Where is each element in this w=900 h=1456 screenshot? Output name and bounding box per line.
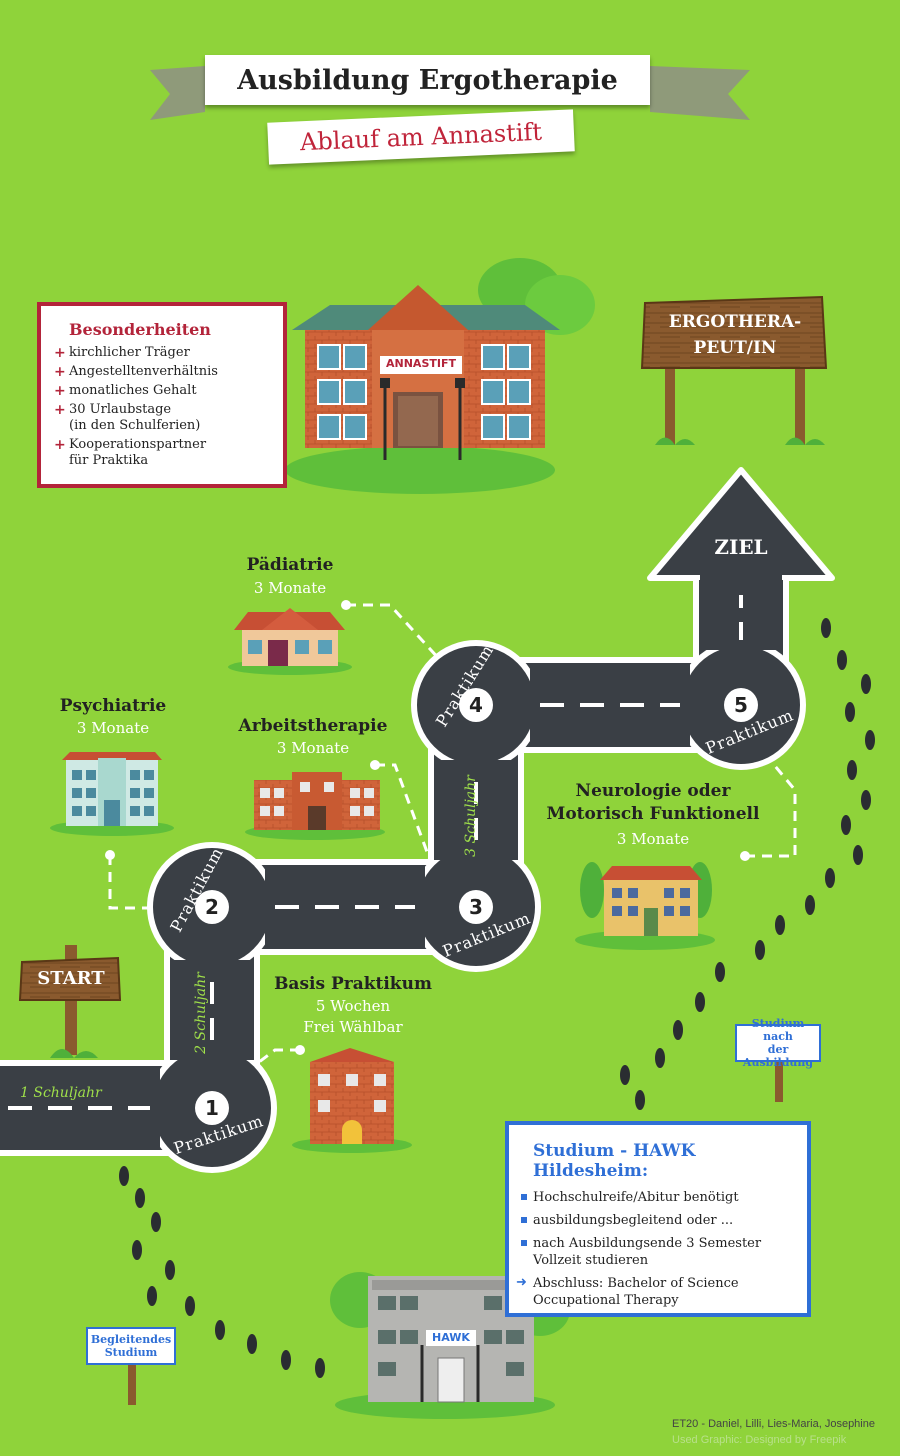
study-item-degree: Abschluss: Bachelor of ScienceOccupation… xyxy=(516,1274,797,1309)
feature-item: monatliches Gehalt xyxy=(54,383,273,399)
basis-building xyxy=(292,1048,412,1153)
annastift-building xyxy=(285,258,595,494)
annastift-sign: ANNASTIFT xyxy=(386,357,456,370)
psychiatrie-duration: 3 Monate xyxy=(76,719,150,737)
sign-study-after-line1: Studium nach xyxy=(751,1017,805,1043)
connector-lines xyxy=(108,603,797,1067)
basis-duration: 5 Wochen xyxy=(315,997,391,1015)
basis-title: Basis Praktikum xyxy=(274,974,432,994)
sign-study-parallel-line2: Studium xyxy=(104,1346,158,1359)
sign-study-after: Studium nach der Ausbildung xyxy=(735,1017,821,1069)
study-item: Hochschulreife/Abitur benötigt xyxy=(521,1189,797,1206)
station-2: 2 xyxy=(195,890,229,924)
study-heading: Studium - HAWK Hildesheim: xyxy=(533,1141,696,1181)
arbeitstherapie-title: Arbeitstherapie xyxy=(238,716,388,736)
study-item-text: Abschluss: Bachelor of Science xyxy=(533,1276,739,1291)
study-item-subtext: Occupational Therapy xyxy=(533,1293,679,1308)
sign-posts-small xyxy=(128,1060,783,1405)
study-list: Hochschulreife/Abitur benötigt ausbildun… xyxy=(516,1189,797,1309)
arbeitstherapie-duration: 3 Monate xyxy=(276,739,350,757)
year-label-1: 1 Schuljahr xyxy=(20,1085,102,1101)
neurologie-title-2: Motorisch Funktionell xyxy=(546,804,760,824)
features-box: Besonderheiten kirchlicher Träger Angest… xyxy=(37,302,287,488)
title-ribbon xyxy=(150,66,750,120)
page-title: Ausbildung Ergotherapie xyxy=(205,55,650,105)
neurologie-duration: 3 Monate xyxy=(616,830,690,848)
start-signpost xyxy=(18,945,122,1058)
psychiatrie-title: Psychiatrie xyxy=(59,696,167,716)
features-list: kirchlicher Träger Angestelltenverhältni… xyxy=(54,345,273,469)
connector-dots xyxy=(105,600,750,1055)
hawk-sign: HAWK xyxy=(432,1331,470,1344)
arbeitstherapie-building xyxy=(245,772,385,840)
neurologie-building xyxy=(575,862,715,950)
paediatrie-title: Pädiatrie xyxy=(246,555,334,575)
feature-item: Angestelltenverhältnis xyxy=(54,364,273,380)
station-3: 3 xyxy=(459,890,493,924)
station-4: 4 xyxy=(459,688,493,722)
study-item: ausbildungsbegleitend oder ... xyxy=(521,1212,797,1229)
goal-sign-line2: PEUT/IN xyxy=(693,338,777,358)
sign-study-after-line2: der Ausbildung xyxy=(742,1043,814,1069)
goal-sign-line1: ERGOTHERA- xyxy=(668,312,802,332)
paediatrie-building xyxy=(228,608,352,675)
credits-graphic: Used Graphic: Designed by Freepik xyxy=(672,1434,847,1446)
footprints-after xyxy=(620,618,875,1110)
feature-item-text: 30 Urlaubstage xyxy=(69,402,172,417)
feature-item: 30 Urlaubstage(in den Schulferien) xyxy=(54,402,273,434)
feature-item-subtext: (in den Schulferien) xyxy=(69,418,201,433)
station-1: 1 xyxy=(195,1091,229,1125)
sign-study-parallel-line1: Begleitendes xyxy=(90,1333,172,1346)
study-item-subtext: Vollzeit studieren xyxy=(533,1253,649,1268)
footprints-parallel xyxy=(119,1166,325,1378)
basis-note: Frei Wählbar xyxy=(303,1018,403,1036)
neurologie-title-1: Neurologie oder xyxy=(575,781,731,801)
study-box: Studium - HAWK Hildesheim: Hochschulreif… xyxy=(505,1121,811,1317)
station-5: 5 xyxy=(724,688,758,722)
feature-item-text: Kooperationspartner xyxy=(69,437,207,452)
features-heading: Besonderheiten xyxy=(69,320,211,339)
credits-authors: ET20 - Daniel, Lilli, Lies-Maria, Joseph… xyxy=(672,1418,875,1430)
ziel-label: ZIEL xyxy=(714,535,768,559)
start-sign: START xyxy=(37,968,105,989)
feature-item-subtext: für Praktika xyxy=(69,453,149,468)
sign-study-parallel: Begleitendes Studium xyxy=(86,1327,176,1365)
feature-item: kirchlicher Träger xyxy=(54,345,273,361)
goal-signpost xyxy=(640,295,828,445)
study-item-text: nach Ausbildungsende 3 Semester xyxy=(533,1236,762,1251)
paediatrie-duration: 3 Monate xyxy=(253,579,327,597)
psychiatrie-building xyxy=(50,752,174,836)
year-label-3: 3 Schuljahr xyxy=(462,775,479,857)
year-label-2: 2 Schuljahr xyxy=(192,972,209,1054)
